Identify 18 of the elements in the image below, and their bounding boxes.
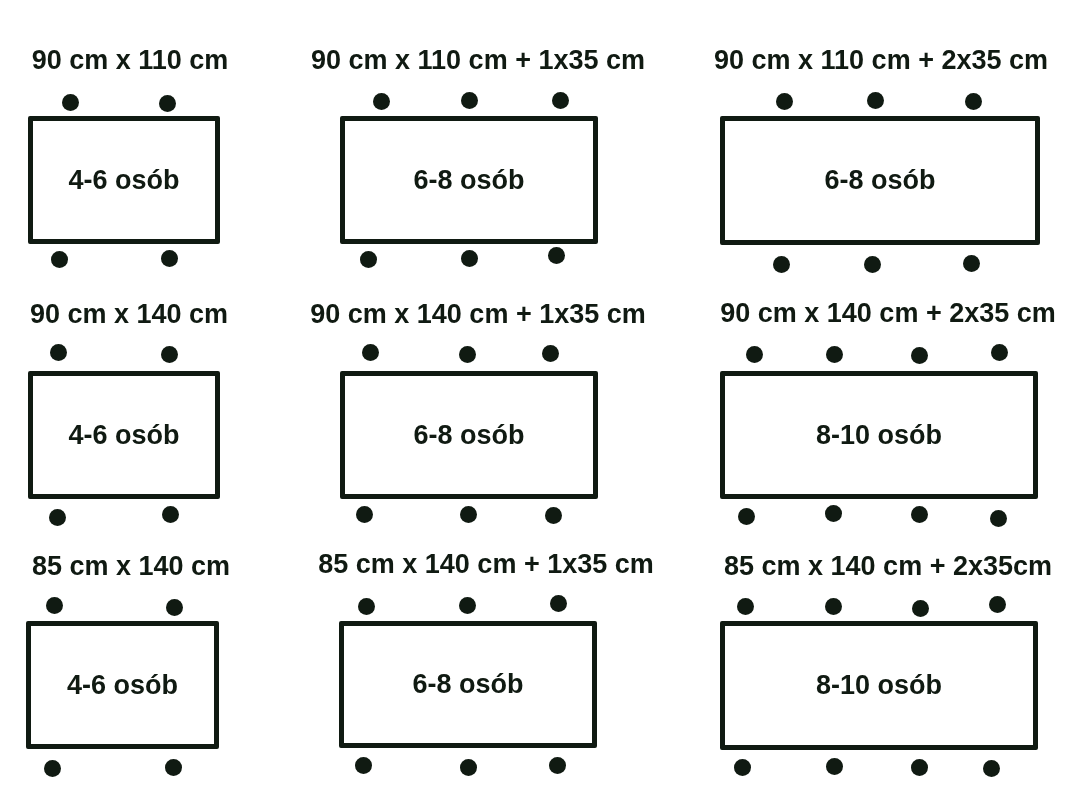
capacity-label: 8-10 osób	[815, 670, 942, 701]
capacity-label: 4-6 osób	[68, 164, 180, 196]
capacity-label: 6-8 osób	[413, 164, 525, 196]
dimension-label: 85 cm x 140 cm + 1x35 cm	[318, 548, 654, 580]
capacity-label: 6-8 osób	[413, 419, 525, 451]
dimension-label: 85 cm x 140 cm	[31, 550, 231, 582]
capacity-label: 4-6 osób	[68, 419, 180, 451]
dimension-label: 90 cm x 110 cm	[31, 44, 229, 76]
capacity-label: 6-8 osób	[824, 165, 936, 196]
dimension-label: 85 cm x 140 cm + 2x35cm	[724, 550, 1052, 582]
dimension-label: 90 cm x 140 cm + 1x35 cm	[310, 298, 646, 330]
capacity-label: 6-8 osób	[412, 669, 524, 700]
capacity-label: 8-10 osób	[815, 419, 942, 451]
dimension-label: 90 cm x 140 cm	[29, 298, 229, 330]
capacity-label: 4-6 osób	[67, 669, 178, 701]
dimension-label: 90 cm x 140 cm + 2x35 cm	[720, 297, 1056, 329]
dimension-label: 90 cm x 110 cm + 2x35 cm	[714, 44, 1048, 76]
dimension-label: 90 cm x 110 cm + 1x35 cm	[311, 44, 645, 76]
